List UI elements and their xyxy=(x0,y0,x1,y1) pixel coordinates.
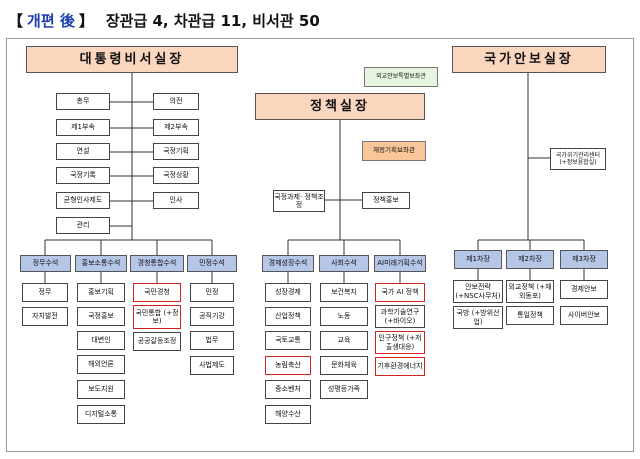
unit-box: 해외언론 xyxy=(77,355,125,374)
org-chart-frame xyxy=(6,38,634,452)
unit-box: 공직기강 xyxy=(190,307,234,326)
unit-box: 외교정책 (+재외동포) xyxy=(506,280,554,303)
policy-pr-box: 정책홍보 xyxy=(362,192,410,209)
unit-box: 중소벤처 xyxy=(265,380,311,399)
unit-box: 사이버안보 xyxy=(560,306,608,325)
deputy-box: 제2차장 xyxy=(506,250,554,269)
staff-box: 제2부속 xyxy=(153,119,199,136)
unit-box: 민정 xyxy=(190,283,234,302)
unit-box: 디지털소통 xyxy=(77,405,125,424)
unit-box: 성평등가족 xyxy=(320,380,368,399)
staff-box: 관리 xyxy=(56,217,110,234)
deputy-box: 제1차장 xyxy=(454,250,502,269)
unit-box: 국방 (+방위산업) xyxy=(453,306,503,329)
chief-of-staff-box: 대통령비서실장 xyxy=(26,46,238,73)
policy-coordination-box: 국정과제· 정책조정 xyxy=(273,190,325,212)
staff-box: 국정상황 xyxy=(153,167,199,184)
crisis-management-center-box: 국가위기관리센터 (+정보융합실) xyxy=(550,148,606,170)
senior-secretary-box: 홍보소통수석 xyxy=(75,255,127,272)
unit-box: 문화체육 xyxy=(320,356,368,375)
unit-box: 교육 xyxy=(320,331,368,350)
staff-box: 총무 xyxy=(56,93,110,110)
unit-box: 보도지원 xyxy=(77,380,125,399)
header-bracket-open: 【 xyxy=(8,11,24,30)
senior-secretary-box: 사회수석 xyxy=(319,255,369,272)
unit-box: 법무 xyxy=(190,331,234,350)
unit-box: 해양수산 xyxy=(265,405,311,424)
unit-box: 공공갈등조정 xyxy=(133,332,181,351)
header-summary: 장관급 4, 차관급 11, 비서관 50 xyxy=(105,11,320,30)
unit-box: 사법제도 xyxy=(190,356,234,375)
unit-box: 국민경청 xyxy=(133,283,181,302)
staff-box: 인사 xyxy=(153,192,199,209)
unit-box: 통일정책 xyxy=(506,306,554,325)
senior-secretary-box: 민정수석 xyxy=(187,255,237,272)
unit-box: 국정홍보 xyxy=(77,307,125,326)
unit-box: 보건복지 xyxy=(320,283,368,302)
staff-box: 균형인사제도 xyxy=(56,192,110,209)
senior-secretary-box: 경제성장수석 xyxy=(262,255,314,272)
staff-box: 의전 xyxy=(153,93,199,110)
unit-box: 산업정책 xyxy=(265,307,311,326)
unit-box: 자치발전 xyxy=(22,307,68,326)
unit-box: 대변인 xyxy=(77,331,125,350)
deputy-box: 제3차장 xyxy=(560,250,608,269)
unit-box: 홍보기획 xyxy=(77,283,125,302)
unit-box: 노동 xyxy=(320,307,368,326)
staff-box: 국정기획 xyxy=(153,143,199,160)
foreign-security-advisor-box: 외교안보특별보좌관 xyxy=(364,67,438,87)
senior-secretary-box: 경청통합수석 xyxy=(130,255,184,272)
unit-box: 정무 xyxy=(22,283,68,302)
unit-box: 과학기술연구 (+바이오) xyxy=(375,305,425,328)
page-header: 【 개편 後 】 장관급 4, 차관급 11, 비서관 50 xyxy=(8,8,628,32)
unit-box: 안보전략 (+NSC사무처) xyxy=(453,280,503,303)
header-bracket-close: 】 xyxy=(78,11,94,30)
unit-box: 성장경제 xyxy=(265,283,311,302)
fiscal-planning-advisor-box: 재정기획보좌관 xyxy=(362,141,426,161)
unit-box: 국가 AI 정책 xyxy=(375,283,425,302)
policy-chief-box: 정책실장 xyxy=(255,93,425,120)
staff-box: 연설 xyxy=(56,143,110,160)
header-title: 개편 後 xyxy=(27,11,75,30)
staff-box: 국정기록 xyxy=(56,167,110,184)
unit-box: 국민통합 (+정보) xyxy=(133,305,181,329)
unit-box: 기후환경에너지 xyxy=(375,357,425,376)
unit-box: 국토교통 xyxy=(265,331,311,350)
senior-secretary-box: AI미래기획수석 xyxy=(374,255,426,272)
staff-box: 제1부속 xyxy=(56,119,110,136)
national-security-chief-box: 국가안보실장 xyxy=(452,46,606,73)
unit-box: 경제안보 xyxy=(560,280,608,299)
senior-secretary-box: 정무수석 xyxy=(20,255,71,272)
unit-box: 농림축산 xyxy=(265,356,311,375)
unit-box: 인구정책 (+저출생대응) xyxy=(375,331,425,354)
